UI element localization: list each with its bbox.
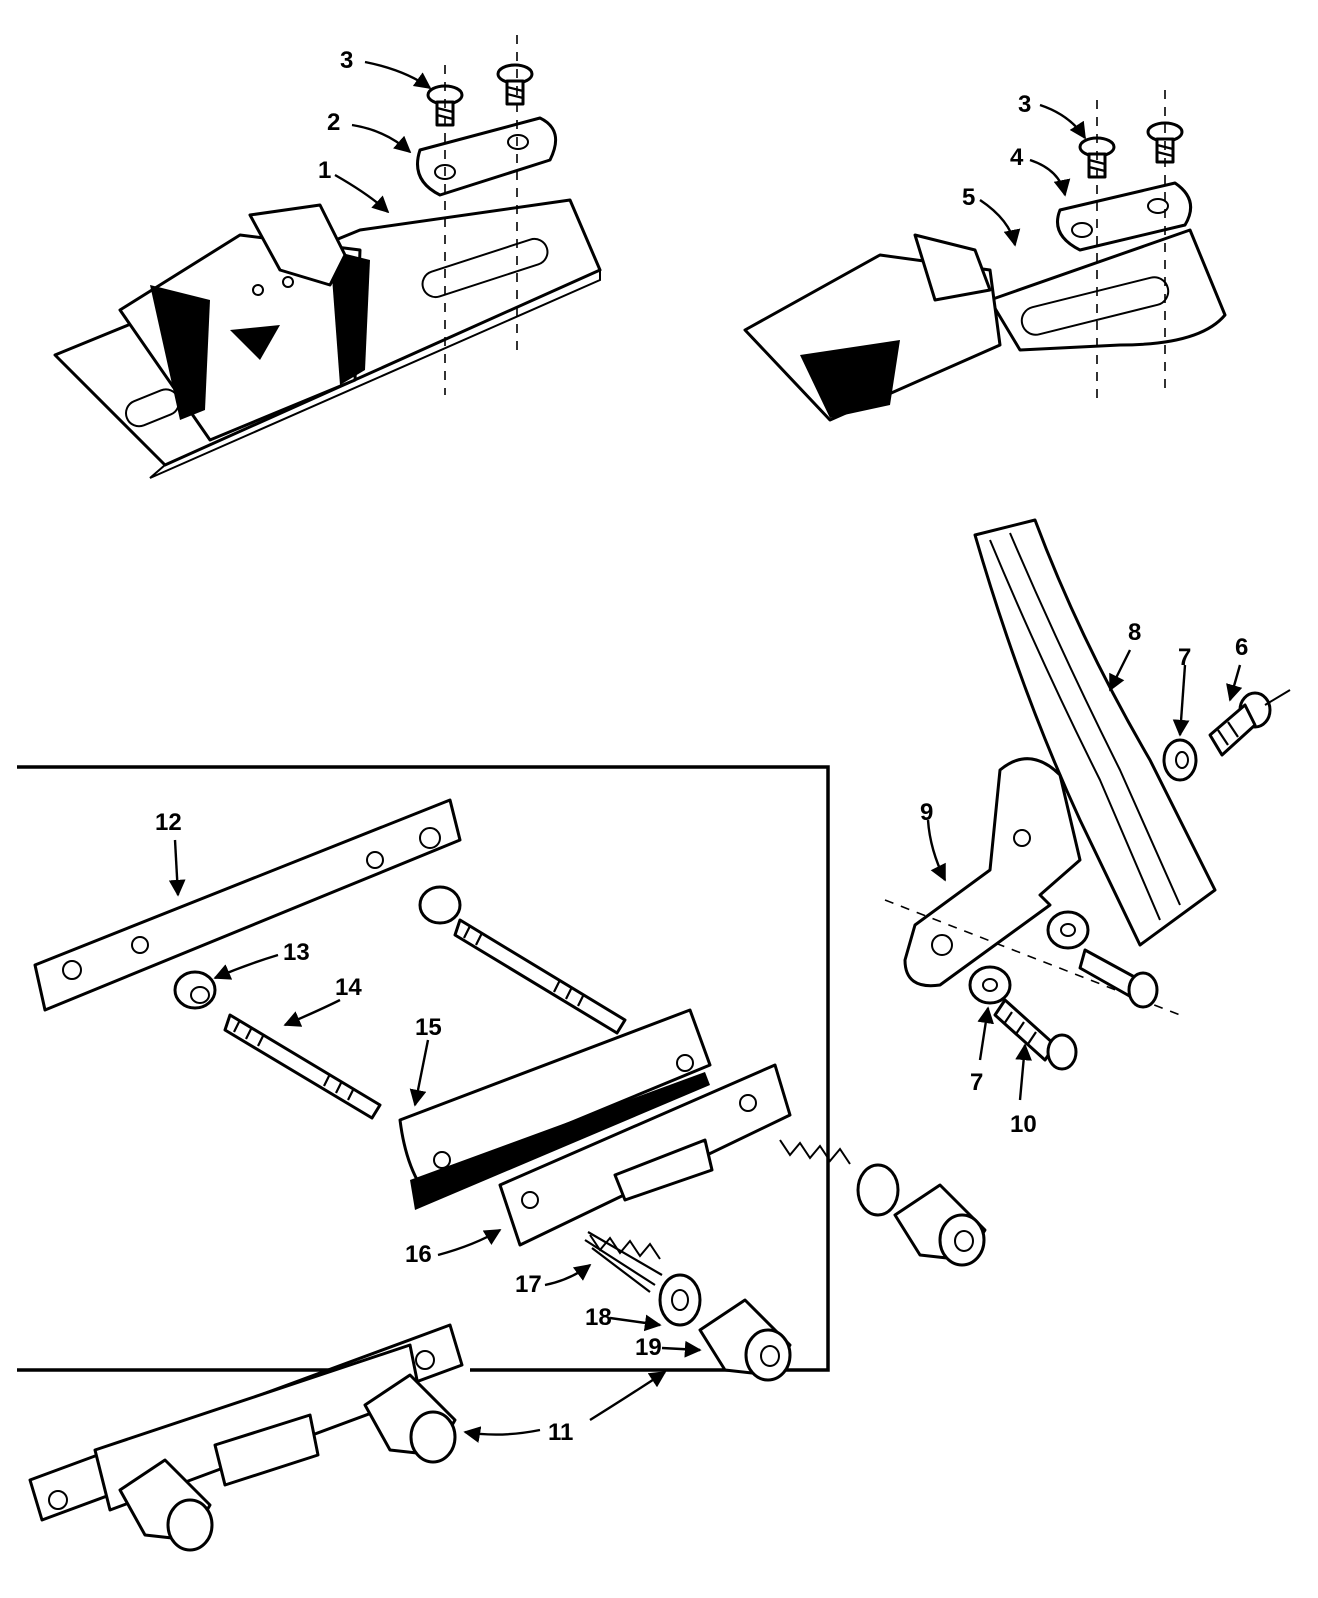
callout-12: 12	[155, 809, 182, 836]
folder-plate-assembly	[53, 35, 602, 479]
exploded-guide-box	[17, 765, 987, 1382]
screw-6	[1208, 689, 1291, 757]
spring-17b	[779, 1139, 851, 1165]
channel-15	[398, 1008, 712, 1187]
callout-2: 2	[327, 109, 340, 136]
callout-4: 4	[1010, 144, 1024, 171]
bar-12	[33, 798, 462, 1012]
screw-3b	[496, 63, 534, 106]
inset-frame	[17, 765, 830, 1372]
knob-19b	[893, 1183, 987, 1267]
washer-7a	[1162, 738, 1198, 782]
callout-11: 11	[548, 1419, 573, 1446]
screw-10	[993, 998, 1078, 1071]
guide-bracket-assembly	[884, 518, 1291, 1071]
hemmer-clip	[913, 233, 992, 302]
callout-16: 16	[405, 1241, 432, 1268]
washer-18	[658, 1273, 702, 1327]
sleeve-13	[173, 970, 217, 1010]
callout-8: 8	[1128, 619, 1141, 646]
threaded-rod-14	[223, 1013, 382, 1120]
washer-18b	[856, 1163, 900, 1217]
spring-17	[584, 1231, 663, 1293]
washer-plate-2	[416, 116, 558, 197]
callout-6: 6	[1235, 634, 1248, 661]
knob-19	[698, 1298, 792, 1382]
sleeve-13b	[418, 885, 462, 925]
callout-10: 10	[1010, 1111, 1037, 1138]
knob-assembled-b	[118, 1458, 214, 1552]
callout-7a: 7	[1178, 644, 1191, 671]
callout-18: 18	[585, 1304, 612, 1331]
screw-bracket-a	[1078, 948, 1159, 1009]
washer-7b	[1046, 910, 1090, 950]
plate-16	[498, 1063, 792, 1247]
callout-9: 9	[920, 799, 933, 826]
washer-7c	[968, 965, 1012, 1005]
guide-blade-8	[973, 518, 1217, 947]
callout-7b: 7	[970, 1069, 983, 1096]
hemmer-base-plate	[988, 228, 1227, 352]
threaded-rod-14b	[453, 918, 627, 1035]
callout-3b: 3	[1018, 91, 1031, 118]
callout-14: 14	[335, 974, 362, 1001]
hemmer-assembly	[743, 90, 1227, 422]
callout-1: 1	[318, 157, 331, 184]
callout-15: 15	[415, 1014, 442, 1041]
callout-3a: 3	[340, 47, 353, 74]
callout-13: 13	[283, 939, 310, 966]
knob-assembled-a	[363, 1373, 457, 1464]
edge-guide-assembly-11	[28, 1323, 464, 1552]
folder-clip	[248, 203, 347, 287]
callout-17: 17	[515, 1271, 542, 1298]
bracket-9	[903, 757, 1082, 988]
leader-lines	[168, 60, 1243, 1443]
slot-right	[421, 237, 549, 299]
callout-labels: 1 2 3 3 4 5 6 7 7 8 9 10 11 12 13 14 15 …	[155, 47, 1248, 1446]
callout-19: 19	[635, 1334, 662, 1361]
callout-5: 5	[962, 184, 975, 211]
